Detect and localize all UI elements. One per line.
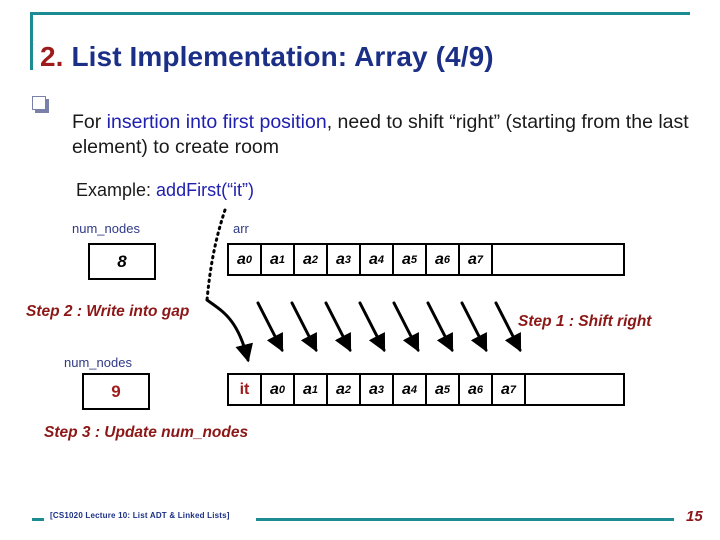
dotted-pointer-line <box>205 208 227 302</box>
array-empty-tail <box>526 375 623 404</box>
cell-value: a <box>302 380 312 398</box>
shift-arrow-4 <box>358 301 386 353</box>
bullet-text-before: For <box>72 110 107 133</box>
cell-subscript: 6 <box>476 383 484 396</box>
cell-value: a <box>236 250 246 268</box>
cell-value: a <box>335 380 345 398</box>
cell-subscript: 7 <box>509 383 517 396</box>
footer-text: [CS1020 Lecture 10: List ADT & Linked Li… <box>50 511 230 520</box>
bullet-item: For insertion into first position, need … <box>30 90 690 181</box>
footer-dash <box>32 518 44 521</box>
num-nodes-box-before: 8 <box>88 243 156 280</box>
example-call: addFirst(“it”) <box>156 180 255 200</box>
title-text: List Implementation: Array (4/9) <box>63 40 494 72</box>
cell-subscript: 2 <box>311 253 319 266</box>
shift-arrow-8 <box>494 301 522 353</box>
shift-arrow-6 <box>426 301 454 353</box>
cell-subscript: 5 <box>410 253 418 266</box>
shift-arrow-1 <box>256 301 284 353</box>
shift-arrow-3 <box>324 301 352 353</box>
hollow-square-bullet-icon <box>32 96 46 110</box>
cell-subscript: 6 <box>443 253 451 266</box>
num-nodes-box-after: 9 <box>82 373 150 410</box>
cell-subscript: 0 <box>278 383 286 396</box>
cell-subscript: 3 <box>344 253 352 266</box>
footer-rule <box>256 518 674 521</box>
write-into-gap-arrow <box>205 298 253 363</box>
cell-value: it <box>239 380 250 398</box>
num-nodes-label-after: num_nodes <box>64 355 132 370</box>
cell-value: a <box>269 380 279 398</box>
cell-subscript: 5 <box>443 383 451 396</box>
bullet-text-highlight: insertion into first position <box>106 110 327 133</box>
bullet-text: For insertion into first position, need … <box>72 110 690 162</box>
cell-value: a <box>467 380 477 398</box>
cell-subscript: 0 <box>245 253 253 266</box>
page-title: 2. List Implementation: Array (4/9) <box>40 41 494 73</box>
cell-subscript: 4 <box>410 383 418 396</box>
cell-subscript: 1 <box>278 253 286 266</box>
shift-arrow-7 <box>460 301 488 353</box>
bullet-text-after: , need to shift “right” (starting from t… <box>72 110 689 159</box>
shift-arrow-5 <box>392 301 420 353</box>
cell-value: a <box>434 380 444 398</box>
cell-value: a <box>434 250 444 268</box>
step-2-caption: Step 2 : Write into gap <box>26 303 190 320</box>
array-cell: it <box>229 375 262 404</box>
arr-label: arr <box>233 221 249 236</box>
title-number: 2. <box>40 40 64 72</box>
cell-value: a <box>269 250 279 268</box>
title-left-accent-bar <box>30 12 33 70</box>
num-nodes-label-before: num_nodes <box>72 221 140 236</box>
cell-subscript: 4 <box>377 253 385 266</box>
cell-subscript: 3 <box>377 383 385 396</box>
array-empty-tail <box>493 245 623 274</box>
example-label: Example: <box>76 180 157 200</box>
cell-value: a <box>335 250 345 268</box>
cell-value: a <box>401 250 411 268</box>
step-3-caption: Step 3 : Update num_nodes <box>44 424 249 441</box>
cell-value: a <box>368 380 378 398</box>
title-top-rule <box>30 12 690 15</box>
cell-value: a <box>302 250 312 268</box>
cell-value: a <box>368 250 378 268</box>
shift-arrow-2 <box>290 301 318 353</box>
step-1-caption: Step 1 : Shift right <box>518 313 652 330</box>
cell-subscript: 1 <box>311 383 319 396</box>
cell-value: a <box>500 380 510 398</box>
cell-value: a <box>401 380 411 398</box>
example-line: Example: addFirst(“it”) <box>76 180 254 201</box>
page-number: 15 <box>686 508 703 525</box>
cell-subscript: 2 <box>344 383 352 396</box>
cell-subscript: 7 <box>476 253 484 266</box>
cell-value: a <box>467 250 477 268</box>
